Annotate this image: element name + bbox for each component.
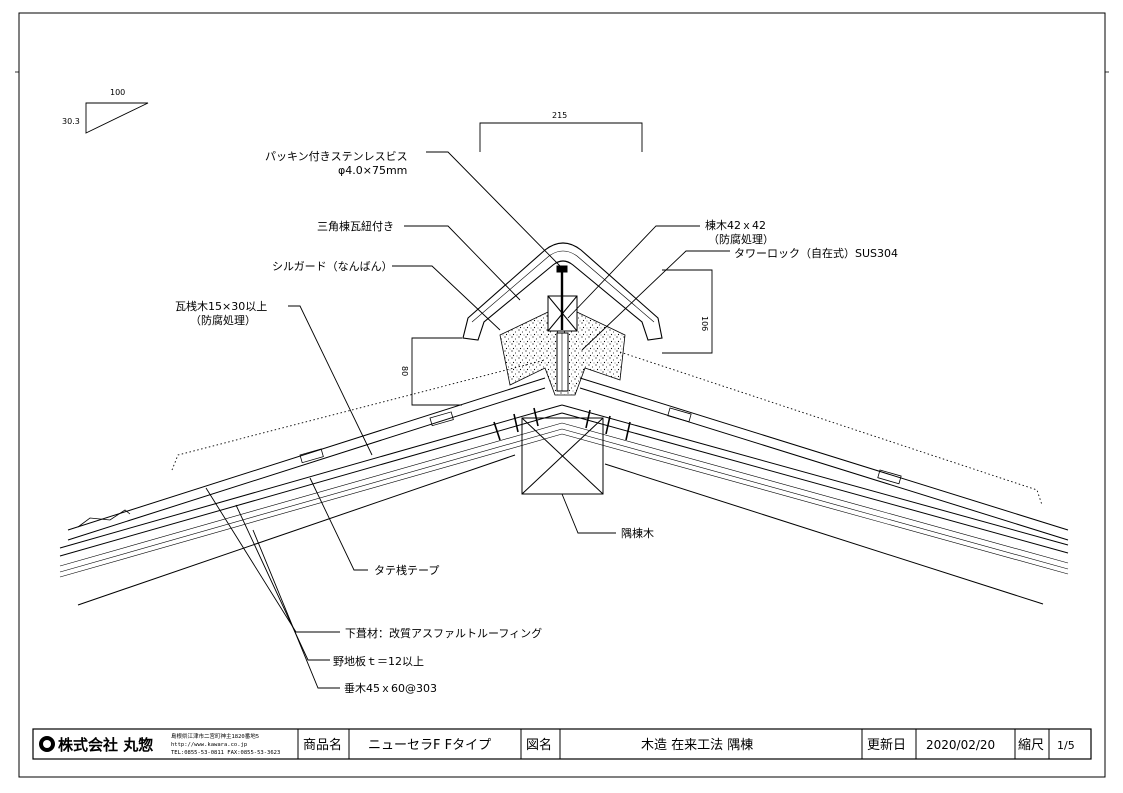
rafter-underside-left <box>77 454 516 606</box>
drawing-label: 図名 <box>526 737 552 753</box>
roof-section <box>59 242 1069 606</box>
label-vertical-tape: タテ桟テープ <box>374 563 439 577</box>
label-ridge-timber: 棟木42ｘ42 <box>705 218 766 232</box>
label-ridge-timber-treatment: （防腐処理） <box>708 232 774 246</box>
dimension-lines: 215 106 80 <box>400 111 713 406</box>
product-label: 商品名 <box>303 737 342 753</box>
label-tower-lock: タワーロック（自在式）SUS304 <box>734 247 898 260</box>
rafter-underside-right <box>604 463 1044 605</box>
ridge-tile <box>462 242 663 341</box>
company-tel: TEL:0855-53-0811 FAX:0855-53-3623 <box>171 750 280 756</box>
drawing-frame <box>18 12 1106 778</box>
slope-run: 100 <box>110 88 125 97</box>
label-batten-treatment: （防腐処理） <box>190 313 256 327</box>
dim-left-height: 80 <box>400 366 409 376</box>
tower-lock <box>556 332 569 392</box>
scale-value: 1/5 <box>1057 739 1075 752</box>
dim-top-width: 215 <box>552 111 567 120</box>
drawing-name: 木造 在来工法 隅棟 <box>641 738 753 753</box>
label-underlay: 下葺材：改質アスファルトルーフィング <box>345 626 542 640</box>
label-screw: パッキン付きステンレスビス <box>265 150 408 163</box>
label-screw-size: φ4.0×75mm <box>338 164 407 177</box>
slope-indicator: 100 30.3 <box>62 88 149 134</box>
label-batten: 瓦桟木15×30以上 <box>175 299 267 313</box>
scale-label: 縮尺 <box>1018 737 1044 753</box>
component-labels: パッキン付きステンレスビス φ4.0×75mm 三角棟瓦紐付き シルガード（なん… <box>175 150 898 695</box>
updated-label: 更新日 <box>867 737 906 753</box>
label-hip-beam: 隅棟木 <box>621 526 654 540</box>
company-logo: 株式会社 丸惣 <box>39 736 153 754</box>
battens <box>299 407 902 485</box>
nails <box>493 407 631 441</box>
product-name: ニューセラF Fタイプ <box>368 738 491 753</box>
company-address: 島根県江津市二宮町神主1820番地5 <box>171 732 259 740</box>
label-sealant: シルガード（なんばん） <box>272 260 393 273</box>
label-sheathing: 野地板ｔ＝12以上 <box>333 654 424 668</box>
dim-right-height: 106 <box>700 316 709 331</box>
company-name: 株式会社 丸惣 <box>58 736 153 754</box>
label-ridge-tile: 三角棟瓦紐付き <box>317 219 394 233</box>
leader-lines <box>205 151 730 689</box>
company-url: http://www.kawara.co.jp <box>171 742 247 748</box>
hip-ridge-beam <box>521 417 604 495</box>
slope-rise: 30.3 <box>62 117 80 126</box>
updated-date: 2020/02/20 <box>926 738 995 752</box>
title-block: 株式会社 丸惣 島根県江津市二宮町神主1820番地5 http://www.ka… <box>32 728 1092 760</box>
label-rafter: 垂木45ｘ60@303 <box>344 682 437 695</box>
